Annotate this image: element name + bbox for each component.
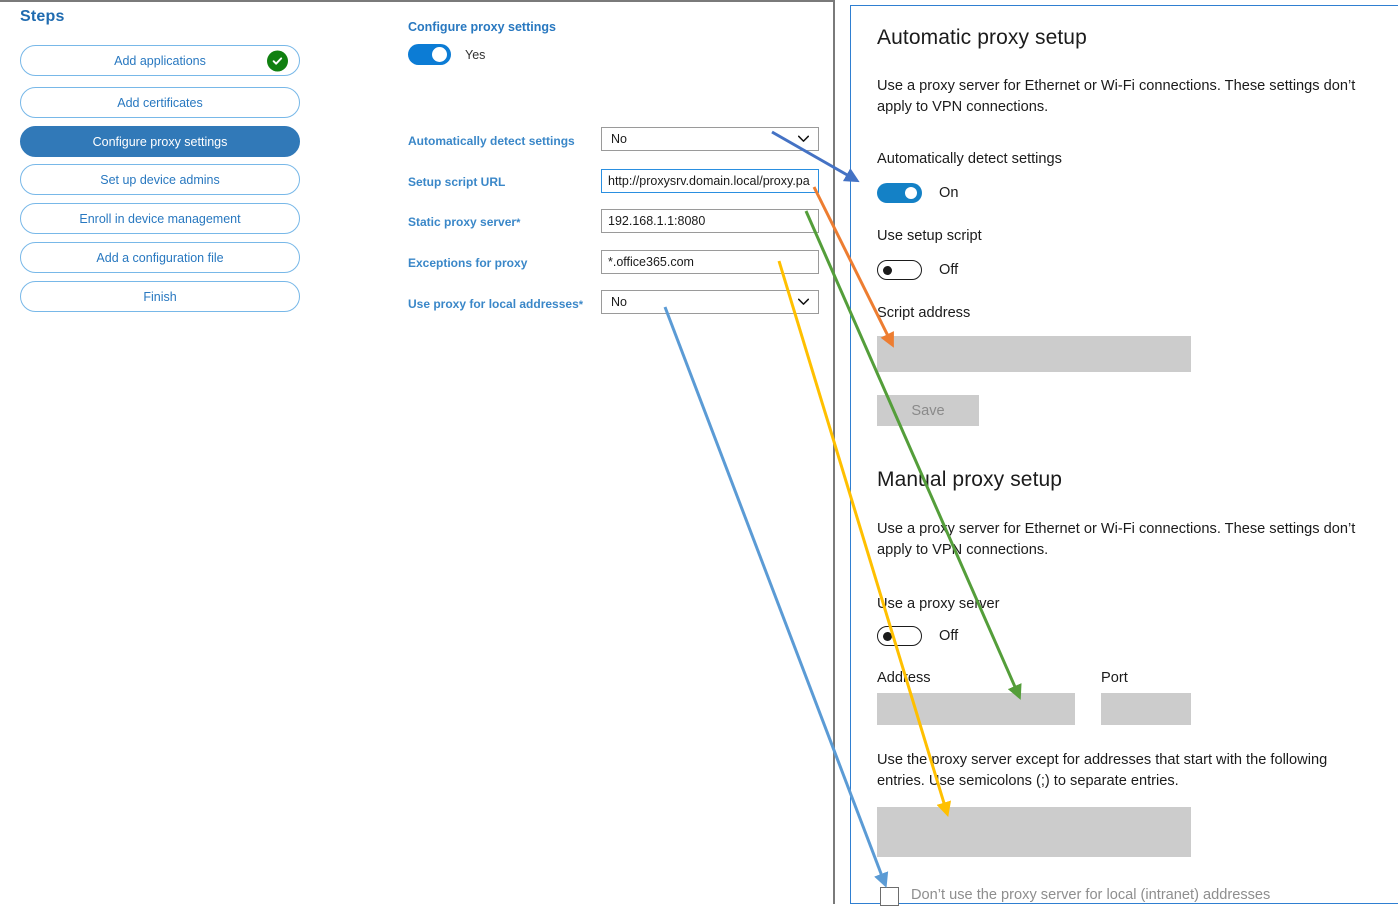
use-setup-script-label: Use setup script <box>877 228 982 244</box>
input-value: 192.168.1.1:8080 <box>608 214 706 228</box>
sidebar-item-add-applications[interactable]: Add applications <box>20 45 300 76</box>
script-address-input[interactable] <box>877 336 1191 372</box>
use-a-proxy-server-toggle-row[interactable]: Off <box>877 626 958 646</box>
address-label: Address <box>877 670 931 686</box>
configure-proxy-toggle-row[interactable]: Yes <box>408 44 485 65</box>
sidebar-item-finish[interactable]: Finish <box>20 281 300 312</box>
toggle-knob <box>905 187 917 199</box>
automatically-detect-settings-toggle-row[interactable]: On <box>877 183 958 203</box>
script-address-label: Script address <box>877 305 971 321</box>
toggle-knob <box>432 47 447 62</box>
label-text: Exceptions for proxy <box>408 256 528 270</box>
toggle-knob <box>883 632 892 641</box>
windows-proxy-settings-panel: Automatic proxy setup Use a proxy server… <box>850 5 1398 906</box>
sidebar-item-configure-proxy-settings[interactable]: Configure proxy settings <box>20 126 300 157</box>
use-a-proxy-server-toggle[interactable] <box>877 626 922 646</box>
save-button[interactable]: Save <box>877 395 979 426</box>
bypass-description: Use the proxy server except for addresse… <box>877 752 1328 789</box>
sidebar-item-enroll-in-device-management[interactable]: Enroll in device management <box>20 203 300 234</box>
field-label-use-proxy-for-local-addresses: Use proxy for local addresses* <box>408 297 583 311</box>
field-label-setup-script-url: Setup script URL <box>408 175 505 189</box>
step-label: Add a configuration file <box>96 250 224 265</box>
label-text: Static proxy server <box>408 215 517 229</box>
automatically-detect-settings-label: Automatically detect settings <box>877 151 1062 167</box>
input-exceptions-for-proxy[interactable]: *.office365.com <box>601 250 819 274</box>
required-marker: * <box>516 217 521 229</box>
use-setup-script-toggle[interactable] <box>877 260 922 280</box>
step-label: Set up device admins <box>100 172 220 187</box>
sidebar-item-add-a-configuration-file[interactable]: Add a configuration file <box>20 242 300 273</box>
input-setup-script-url[interactable]: http://proxysrv.domain.local/proxy.pa <box>601 169 819 193</box>
automatic-proxy-setup-heading: Automatic proxy setup <box>877 26 1087 49</box>
input-value: http://proxysrv.domain.local/proxy.pa <box>608 174 810 188</box>
required-marker: * <box>578 299 584 311</box>
select-value: No <box>611 295 627 309</box>
field-label-static-proxy-server: Static proxy server* <box>408 215 520 229</box>
configure-proxy-toggle[interactable] <box>408 44 451 65</box>
chevron-down-icon <box>798 135 809 143</box>
address-input[interactable] <box>877 693 1075 725</box>
form-title: Configure proxy settings <box>408 20 556 34</box>
label-text: Use proxy for local addresses <box>408 297 579 311</box>
chevron-down-icon <box>798 298 809 306</box>
label-text: Setup script URL <box>408 175 506 189</box>
use-a-proxy-server-label: Use a proxy server <box>877 596 1000 612</box>
field-label-automatically-detect-settings: Automatically detect settings <box>408 134 575 148</box>
top-divider <box>0 0 835 2</box>
step-label: Add certificates <box>117 95 203 110</box>
manual-proxy-setup-heading: Manual proxy setup <box>877 468 1063 491</box>
sidebar-item-add-certificates[interactable]: Add certificates <box>20 87 300 118</box>
panel-divider <box>833 0 835 904</box>
step-label: Finish <box>143 289 177 304</box>
steps-heading: Steps <box>20 8 65 25</box>
configure-proxy-toggle-label: Yes <box>465 47 486 62</box>
input-static-proxy-server[interactable]: 192.168.1.1:8080 <box>601 209 819 233</box>
use-setup-script-toggle-row[interactable]: Off <box>877 260 958 280</box>
select-value: No <box>611 132 627 146</box>
input-value: *.office365.com <box>608 255 694 269</box>
label-text: Automatically detect settings <box>408 134 575 148</box>
step-label: Enroll in device management <box>79 211 241 226</box>
use-a-proxy-server-state: Off <box>939 628 959 644</box>
local-addresses-checkbox-label: Don’t use the proxy server for local (in… <box>911 887 1271 903</box>
bypass-entries-input[interactable] <box>877 807 1191 857</box>
select-automatically-detect-settings[interactable]: No <box>601 127 819 151</box>
use-setup-script-state: Off <box>939 262 959 278</box>
port-input[interactable] <box>1101 693 1191 725</box>
automatically-detect-settings-toggle[interactable] <box>877 183 922 203</box>
manual-proxy-setup-description: Use a proxy server for Ethernet or Wi-Fi… <box>877 521 1356 558</box>
select-use-proxy-for-local-addresses[interactable]: No <box>601 290 819 314</box>
field-label-exceptions-for-proxy: Exceptions for proxy <box>408 256 527 270</box>
step-label: Configure proxy settings <box>92 134 228 149</box>
toggle-knob <box>883 266 892 275</box>
sidebar-item-set-up-device-admins[interactable]: Set up device admins <box>20 164 300 195</box>
step-label: Add applications <box>114 53 206 68</box>
local-addresses-checkbox[interactable] <box>880 887 899 906</box>
port-label: Port <box>1101 670 1128 686</box>
check-circle-icon <box>267 50 288 71</box>
automatic-proxy-setup-description: Use a proxy server for Ethernet or Wi-Fi… <box>877 78 1356 115</box>
automatically-detect-settings-state: On <box>939 185 959 201</box>
